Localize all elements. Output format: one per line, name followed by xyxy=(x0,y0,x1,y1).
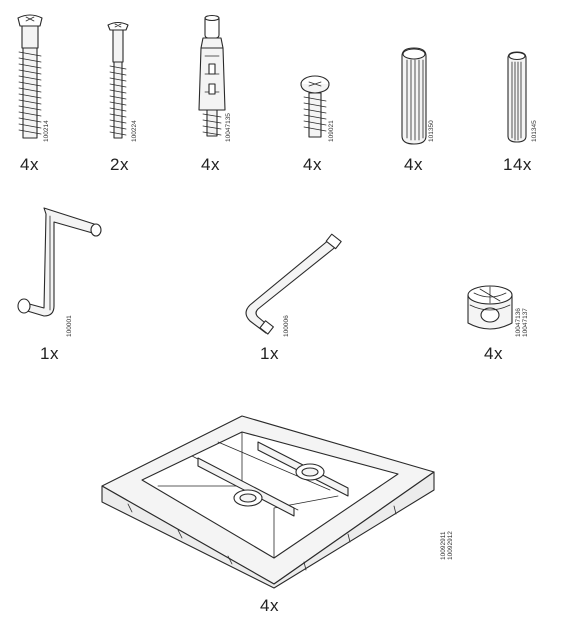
part-quantity: 4x xyxy=(484,344,503,363)
part-code: 101345 xyxy=(531,120,538,142)
part-code: 100001 xyxy=(66,315,73,337)
thick-dowel-icon xyxy=(401,47,427,145)
cam-lock-icon xyxy=(467,285,513,330)
part-code: 100214 xyxy=(43,120,50,142)
part-quantity: 4x xyxy=(404,155,423,174)
part-quantity: 4x xyxy=(303,155,322,174)
cam-bolt-icon xyxy=(198,14,226,137)
part-code: 100224 xyxy=(131,120,138,142)
short-screw-icon xyxy=(300,75,330,138)
square-foot-base-icon xyxy=(101,415,435,589)
part-code: 109021 xyxy=(328,120,335,142)
part-code: 10047135 xyxy=(225,113,232,142)
long-screw-icon xyxy=(17,14,43,139)
part-quantity: 14x xyxy=(503,155,532,174)
thin-dowel-part xyxy=(505,50,529,144)
crank-wrench-icon xyxy=(17,207,102,317)
part-quantity: 1x xyxy=(40,344,59,363)
thick-dowel-part xyxy=(398,46,430,146)
cam-lock-part xyxy=(466,283,514,335)
thin-dowel-icon xyxy=(507,51,527,143)
long-screw-part xyxy=(14,12,46,142)
part-code: 101350 xyxy=(428,120,435,142)
part-quantity: 4x xyxy=(260,596,279,615)
slim-screw-icon xyxy=(107,21,129,139)
square-foot-base-part xyxy=(98,412,438,589)
crank-wrench-part xyxy=(14,206,104,336)
allen-key-part xyxy=(232,233,344,337)
part-code: 100006 xyxy=(283,315,290,337)
part-quantity: 4x xyxy=(201,155,220,174)
short-screw-part xyxy=(298,75,332,141)
allen-key-icon xyxy=(245,233,342,335)
part-quantity: 4x xyxy=(20,155,39,174)
cam-bolt-part xyxy=(195,14,229,140)
part-quantity: 2x xyxy=(110,155,129,174)
slim-screw-part xyxy=(105,20,131,142)
part-quantity: 1x xyxy=(260,344,279,363)
